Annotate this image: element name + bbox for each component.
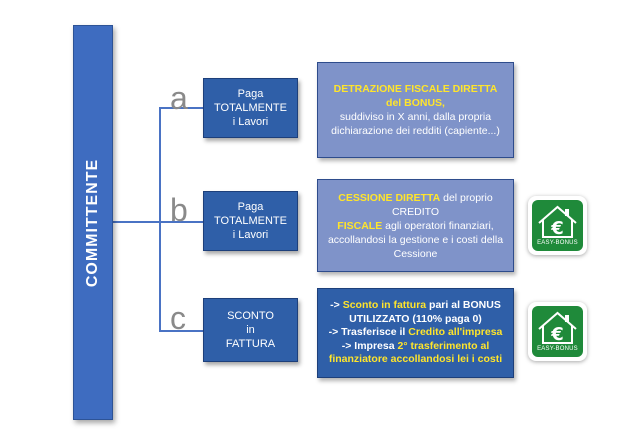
easy-bonus-badge-c: € EASY-BONUS [528,302,587,361]
option-a-line3: i Lavori [232,116,269,128]
euro-symbol: € [550,324,564,345]
box-b-line1: CESSIONE DIRETTA del proprio CREDITO [324,191,507,219]
box-c-highlight-3: Credito all'impresa [408,326,503,339]
house-euro-icon: € [532,306,583,357]
box-c-highlight-1: Sconto in fattura [342,299,427,312]
box-c-line3: -> Trasferisce il Credito all'impresa [324,326,507,340]
box-b-highlight-1: CESSIONE DIRETTA [338,191,441,204]
option-letter-a: a [170,80,188,116]
box-c-text-1: pari al BONUS [426,299,501,312]
option-b-description: CESSIONE DIRETTA del proprio CREDITO FIS… [317,179,514,272]
committente-box: COMMITTENTE [73,25,113,420]
house-euro-icon: € [532,200,583,251]
easy-bonus-label: EASY-BONUS [537,240,578,246]
box-b-text-2: agli operatori finanziari, [382,219,494,232]
box-c-text-4: -> Impresa [341,339,398,352]
box-c-arrow-1: -> [330,299,343,312]
box-c-line1: -> Sconto in fattura pari al BONUS [324,299,507,313]
option-a-description: DETRAZIONE FISCALE DIRETTA del BONUS, su… [317,62,514,158]
box-c-line5: finanziatore accollandosi lei i costi [328,353,503,366]
box-b-line4: Cessione [393,247,438,260]
box-a-line1: DETRAZIONE FISCALE DIRETTA [333,83,498,95]
box-b-line2: FISCALE agli operatori finanziari, [324,219,507,233]
option-b-line3: i Lavori [232,229,269,241]
committente-label: COMMITTENTE [84,158,102,287]
box-c-line2: UTILIZZATO (110% paga 0) [349,312,482,325]
option-letter-c: c [170,300,186,336]
option-b-line1: Paga [237,201,264,213]
easy-bonus-label: EASY-BONUS [537,346,578,352]
box-b-highlight-2: FISCALE [337,219,383,232]
option-c-line1: SCONTO [227,310,274,322]
euro-symbol: € [550,218,564,239]
option-c-line3: FATTURA [225,338,276,350]
box-c-line4: -> Impresa 2° trasferimento al [324,340,507,354]
easy-bonus-badge-b: € EASY-BONUS [528,196,587,255]
box-b-text-1: del proprio CREDITO [391,191,493,218]
box-a-line3: suddiviso in X anni, dalla propria [339,111,492,123]
option-c-description: -> Sconto in fattura pari al BONUS UTILI… [317,288,514,378]
box-c-highlight-4: 2° trasferimento al [397,339,490,352]
option-letter-b: b [170,192,188,228]
box-a-line2: del BONUS, [386,97,445,109]
option-b-line2: TOTALMENTE [214,215,287,227]
box-a-line4: dichiarazione dei redditi (capiente...) [331,125,500,137]
box-c-text-3: -> Trasferisce il [328,326,409,339]
option-c-box: SCONTO in FATTURA [203,298,298,362]
option-a-line1: Paga [237,88,264,100]
option-a-box: Paga TOTALMENTE i Lavori [203,78,298,138]
option-a-line2: TOTALMENTE [214,102,287,114]
option-b-box: Paga TOTALMENTE i Lavori [203,191,298,251]
box-b-line3: accollandosi la gestione e i costi della [327,233,504,246]
option-c-line2: in [246,324,255,336]
